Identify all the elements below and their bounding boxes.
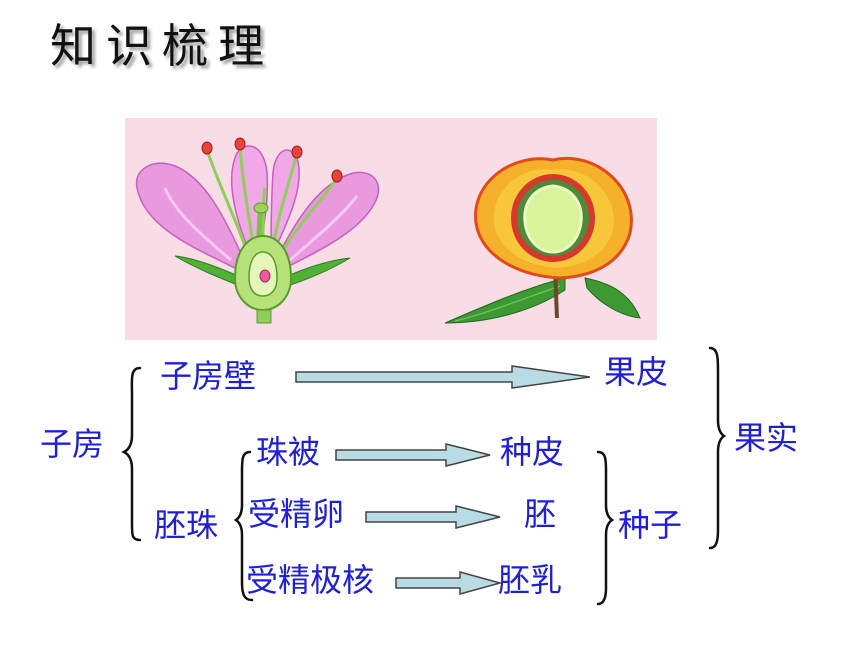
arrow-integument-to-seed-coat <box>335 443 491 467</box>
arrow-fertilized-egg-to-embryo <box>365 505 501 529</box>
label-fruit: 果实 <box>734 419 799 457</box>
label-ovary-wall: 子房壁 <box>160 357 257 395</box>
flower-cross-section-image <box>135 137 380 324</box>
label-seed: 种子 <box>618 506 683 544</box>
label-ovary: 子房 <box>40 425 105 463</box>
brace-ovary <box>121 366 142 542</box>
label-pericarp: 果皮 <box>604 353 669 391</box>
brace-seed <box>596 450 615 606</box>
label-fertilized-polar-nuclei: 受精极核 <box>246 561 375 599</box>
arrow-polar-nuclei-to-endosperm <box>395 571 503 595</box>
label-fertilized-egg: 受精卵 <box>248 495 345 533</box>
label-seed-coat: 种皮 <box>500 433 565 471</box>
page-title: 知识梳理 <box>50 19 274 73</box>
label-endosperm: 胚乳 <box>498 561 563 599</box>
flower-fruit-illustration <box>125 118 657 340</box>
brace-fruit <box>708 346 727 550</box>
label-ovule: 胚珠 <box>154 506 219 544</box>
fruit-cross-section-image <box>444 157 641 324</box>
arrow-ovary-wall-to-pericarp <box>295 365 591 389</box>
label-embryo: 胚 <box>524 495 557 533</box>
label-integument: 珠被 <box>256 433 321 471</box>
